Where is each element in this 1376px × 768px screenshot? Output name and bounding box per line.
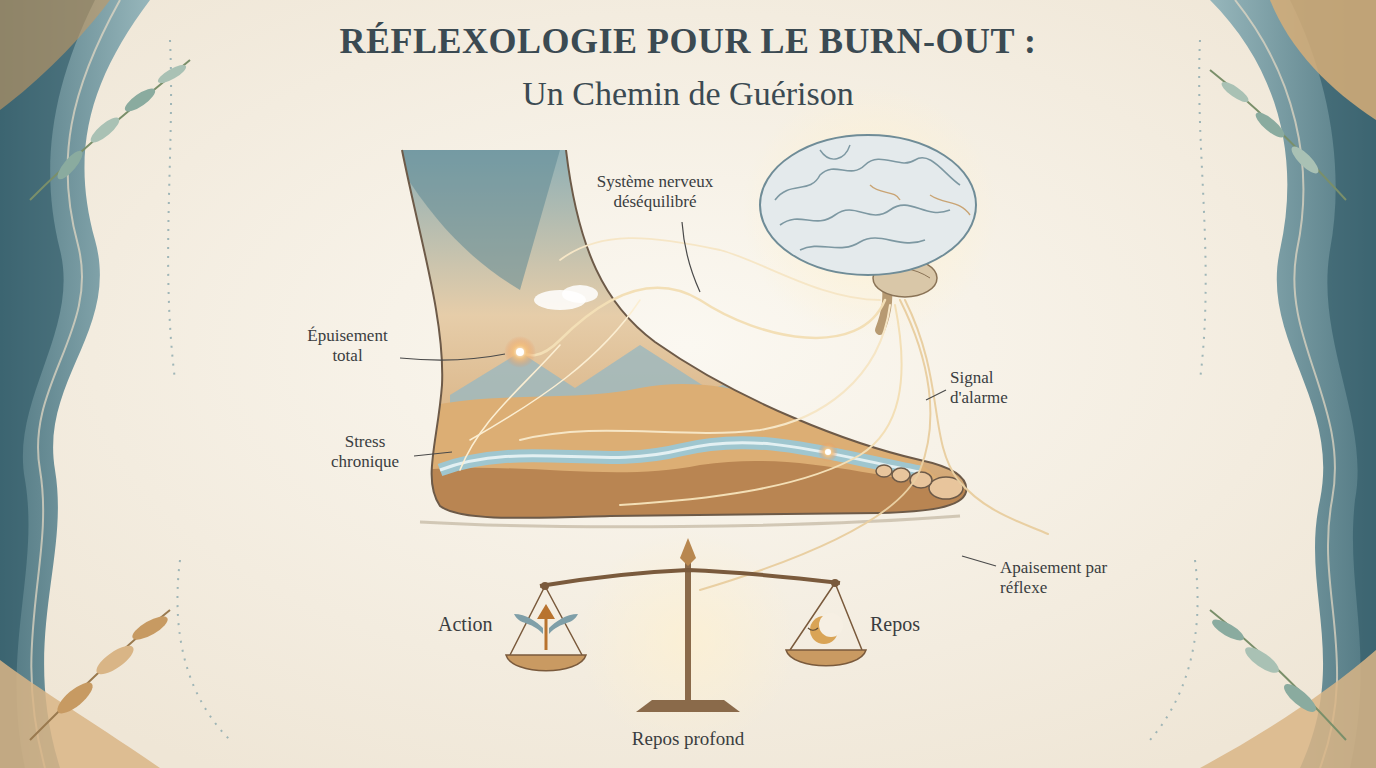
foot-part-part [562,285,598,303]
border-decoration-part [168,40,175,380]
leaves-part [30,610,170,740]
leaves-part [1219,79,1251,106]
callout-label: Signal d'alarme [950,368,1032,409]
leaves [30,60,1346,740]
foot-part [892,468,910,482]
subtitle: Un Chemin de Guérison [0,74,1376,115]
nerves-part [504,336,536,368]
foot-part [380,150,990,525]
pan-label: Action [438,612,508,636]
brain [760,135,976,330]
leader-lines-part [400,354,505,360]
leader-lines-part [926,390,946,400]
foot-part [420,516,960,527]
foot-part-part [390,150,560,290]
leaves-part [1288,143,1322,177]
border-decoration-part [0,0,110,110]
scale-part [506,655,586,671]
border-decoration-part [1290,0,1376,768]
nerves [460,238,1048,590]
nerves-part [620,305,902,505]
leaves-part [1209,616,1246,644]
leaves-part [122,85,158,115]
foot [380,150,990,527]
leader-lines-part [682,222,700,292]
scale-part [510,586,582,655]
pan-label: Repos [870,612,950,636]
nerves-part [905,300,1048,534]
leaves-part [87,114,122,146]
border-decoration-part [1270,0,1376,120]
leader-lines-part [414,452,452,456]
leaves-part [54,147,86,182]
leaves-part [1252,109,1287,141]
foot-part [876,465,892,477]
leader-lines-part [962,556,996,566]
leaves-part [129,612,171,644]
nerves-part [520,305,890,440]
border-decoration-part [1200,650,1376,768]
brain-part [870,185,900,200]
leaves-part [30,60,190,200]
nerves-part [818,442,838,462]
callout-label: Système nerveux déséquilibré [575,172,735,213]
foot-part [910,472,932,488]
nerves-part [560,238,880,300]
brain-part [820,145,850,159]
brain-part [800,238,925,250]
nerves-part [516,348,524,356]
scale-part [786,650,866,666]
brain-glow [742,84,998,340]
scale-part [819,613,843,637]
border-decoration-part [0,0,150,768]
border-decoration-part [1150,560,1198,740]
scale-part [545,616,548,650]
border-decoration-part [177,560,230,740]
border-decoration-part [0,660,160,768]
leader-lines [400,222,996,566]
nerves-part [470,300,640,440]
nerves-part [825,449,831,455]
callout-label: Apaisement par réflexe [1000,558,1130,599]
scale-part [808,628,818,630]
scale-part [537,604,555,619]
scale [506,538,866,712]
callout-label: Stress chronique [318,432,412,473]
leaves-part [1210,610,1346,740]
border-decoration-part [1210,0,1376,768]
nerves-part [700,300,930,590]
leaves-part [92,641,137,679]
leaves-part [1280,680,1320,716]
title: RÉFLEXOLOGIE POUR LE BURN-OUT : [0,20,1376,63]
border-decoration-part [31,0,120,768]
leaves-part [1210,70,1346,200]
foot-part-part [440,443,920,472]
callout-label: Épuisement total [295,326,400,367]
caption-label: Repos profond [0,728,1376,751]
scale-glow [578,530,798,750]
scale-part [685,560,691,702]
leaves-part [53,678,97,719]
border-decoration-part [0,0,95,768]
scale-part [549,614,578,634]
border-decoration-part [1199,40,1206,380]
scale-part [514,614,543,634]
brain-part [930,195,970,215]
brain-part [775,158,960,200]
scale-part [790,583,862,650]
foot-part-part [440,443,920,472]
leaves-part [1242,643,1283,677]
leaves-part [156,62,189,87]
border-decoration-part [1235,0,1337,768]
nerves-part [520,288,885,355]
scale-part [680,538,696,566]
brain-part [760,135,976,275]
brain-part [780,205,950,225]
scale-part [540,570,840,586]
